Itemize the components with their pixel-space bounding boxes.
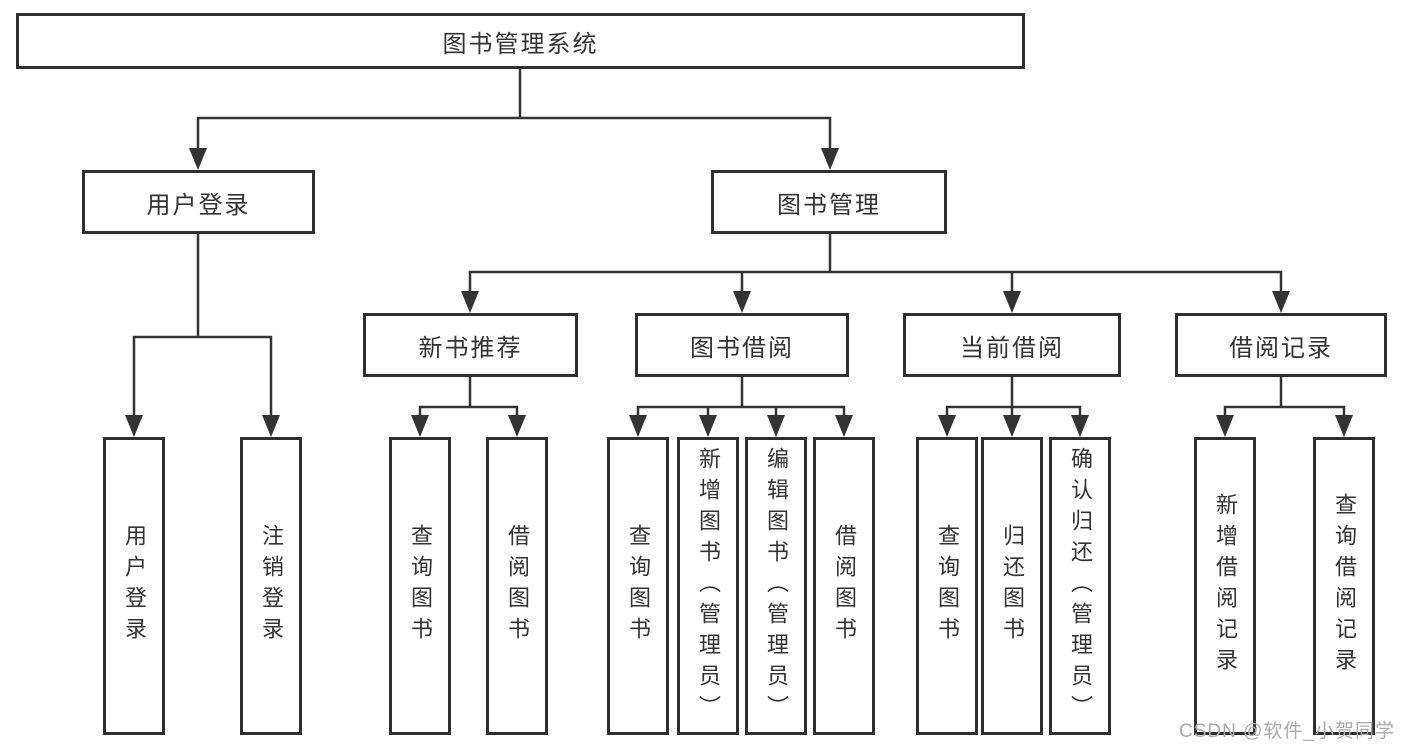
- connector-book-mgmt: [461, 234, 1290, 313]
- connector-root: [189, 69, 839, 170]
- node-leaf-user-login: 用户登录: [103, 437, 165, 735]
- node-label: 借阅图书: [505, 524, 530, 648]
- node-leaf-query-borrow-record: 查询借阅记录: [1313, 437, 1375, 735]
- node-borrowing-records: 借阅记录: [1175, 313, 1387, 377]
- node-leaf-rec-borrow-books: 借阅图书: [486, 437, 548, 735]
- arrow-down-icon: [1216, 415, 1234, 437]
- arrow-down-icon: [189, 148, 207, 170]
- arrow-down-icon: [629, 415, 647, 437]
- node-label: 图书借阅: [690, 334, 794, 362]
- node-book-borrowing: 图书借阅: [635, 313, 849, 377]
- node-label: 编辑图书（管理员）: [764, 446, 789, 726]
- node-label: 借阅记录: [1229, 334, 1333, 362]
- connector-borrow-records: [1216, 377, 1353, 437]
- watermark-text: CSDN @软件_小贺同学: [1179, 721, 1395, 742]
- node-book-management: 图书管理: [711, 170, 947, 234]
- node-user-login: 用户登录: [82, 170, 315, 234]
- node-label: 新书推荐: [418, 334, 523, 362]
- node-label: 用户登录: [122, 524, 147, 648]
- node-leaf-logout: 注销登录: [240, 437, 302, 735]
- arrow-down-icon: [938, 415, 956, 437]
- node-new-book-recommend: 新书推荐: [363, 313, 578, 377]
- node-label: 新增借阅记录: [1213, 493, 1238, 679]
- connector-current-borrow: [938, 377, 1089, 437]
- arrow-down-icon: [1272, 291, 1290, 313]
- node-leaf-add-books-admin: 新增图书（管理员）: [677, 437, 739, 735]
- node-label: 查询图书: [408, 524, 433, 648]
- arrow-down-icon: [733, 291, 751, 313]
- arrow-down-icon: [262, 415, 280, 437]
- arrow-down-icon: [508, 415, 526, 437]
- node-leaf-edit-books-admin: 编辑图书（管理员）: [745, 437, 807, 735]
- node-current-borrowing: 当前借阅: [903, 313, 1121, 377]
- arrow-down-icon: [1003, 415, 1021, 437]
- node-leaf-confirm-return-admin: 确认归还（管理员）: [1049, 437, 1111, 735]
- node-label: 查询图书: [935, 524, 960, 648]
- node-root-library-system: 图书管理系统: [16, 13, 1025, 69]
- arrow-down-icon: [1335, 415, 1353, 437]
- arrow-down-icon: [461, 291, 479, 313]
- arrow-down-icon: [1003, 291, 1021, 313]
- arrow-down-icon: [411, 415, 429, 437]
- node-label: 查询图书: [626, 524, 651, 648]
- node-label: 注销登录: [259, 524, 284, 648]
- connector-user-login: [125, 234, 280, 437]
- arrow-down-icon: [699, 415, 717, 437]
- arrow-down-icon: [1071, 415, 1089, 437]
- node-label: 确认归还（管理员）: [1068, 446, 1093, 726]
- node-leaf-borrow-query-books: 查询图书: [607, 437, 669, 735]
- node-leaf-add-borrow-record: 新增借阅记录: [1194, 437, 1256, 735]
- node-label: 图书管理系统: [442, 30, 599, 58]
- node-label: 查询借阅记录: [1332, 493, 1357, 679]
- node-label: 归还图书: [1000, 524, 1025, 648]
- arrow-down-icon: [821, 148, 839, 170]
- arrow-down-icon: [125, 415, 143, 437]
- node-label: 图书管理: [777, 191, 881, 219]
- node-leaf-return-books: 归还图书: [981, 437, 1043, 735]
- connector-book-borrow: [629, 377, 853, 437]
- node-label: 当前借阅: [960, 334, 1064, 362]
- connector-new-book-rec: [411, 377, 526, 437]
- node-leaf-borrow-books: 借阅图书: [813, 437, 875, 735]
- node-label: 借阅图书: [832, 524, 857, 648]
- node-leaf-current-query-books: 查询图书: [916, 437, 978, 735]
- arrow-down-icon: [835, 415, 853, 437]
- arrow-down-icon: [767, 415, 785, 437]
- node-label: 用户登录: [146, 191, 251, 219]
- node-leaf-rec-query-books: 查询图书: [389, 437, 451, 735]
- node-label: 新增图书（管理员）: [696, 446, 721, 726]
